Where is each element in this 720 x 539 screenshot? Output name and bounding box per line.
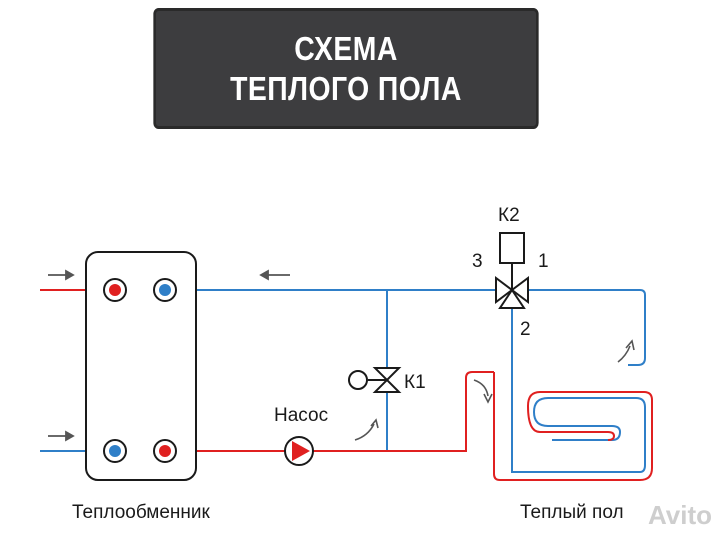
arrow-left-icon: [259, 269, 290, 281]
label-port-1: 1: [538, 251, 549, 272]
avito-watermark: Avito: [647, 500, 712, 530]
title-line-1: СХЕМА: [294, 29, 398, 67]
curved-arrow-icon: [625, 339, 635, 351]
curved-arrow-icon: [617, 345, 631, 363]
curved-arrow-icon: [354, 423, 375, 441]
valve-k2: [495, 232, 529, 309]
label-heat-exchanger: Теплообменник: [72, 502, 211, 523]
return-pipe-top: [180, 289, 646, 366]
supply-pipe: [180, 371, 494, 452]
label-port-3: 3: [472, 251, 483, 272]
floor-loop-hot: [493, 372, 653, 481]
title-banner: СХЕМА ТЕПЛОГО ПОЛА: [153, 8, 539, 129]
port-hot-in-dot: [109, 284, 121, 296]
curved-arrow-icon: [473, 379, 489, 397]
port-cold-in-dot: [109, 445, 121, 457]
valve-k1: [348, 367, 402, 393]
curved-arrow-icon: [370, 418, 379, 429]
heat-exchanger-body: [85, 251, 197, 481]
label-valve-k1: К1: [404, 372, 426, 393]
pump: [284, 436, 314, 466]
label-warm-floor: Теплый пол: [520, 502, 624, 523]
curved-flow-arrows: [354, 339, 635, 441]
valve-k1-handle: [348, 370, 368, 390]
exchanger-ports: [103, 278, 177, 463]
port-cold-out-dot: [159, 284, 171, 296]
arrow-right-icon: [48, 430, 75, 442]
floor-loop-cold: [511, 290, 646, 473]
port-hot-out-dot: [159, 445, 171, 457]
title-line-2: ТЕПЛОГО ПОЛА: [230, 69, 462, 107]
flow-arrows: [48, 269, 290, 442]
pump-arrow-icon: [292, 441, 310, 461]
label-port-2: 2: [520, 319, 531, 340]
curved-arrow-icon: [483, 393, 493, 404]
arrow-right-icon: [48, 269, 75, 281]
valve-k2-actuator: [499, 232, 525, 264]
label-pump: Насос: [274, 405, 328, 426]
label-valve-k2: К2: [498, 205, 520, 226]
